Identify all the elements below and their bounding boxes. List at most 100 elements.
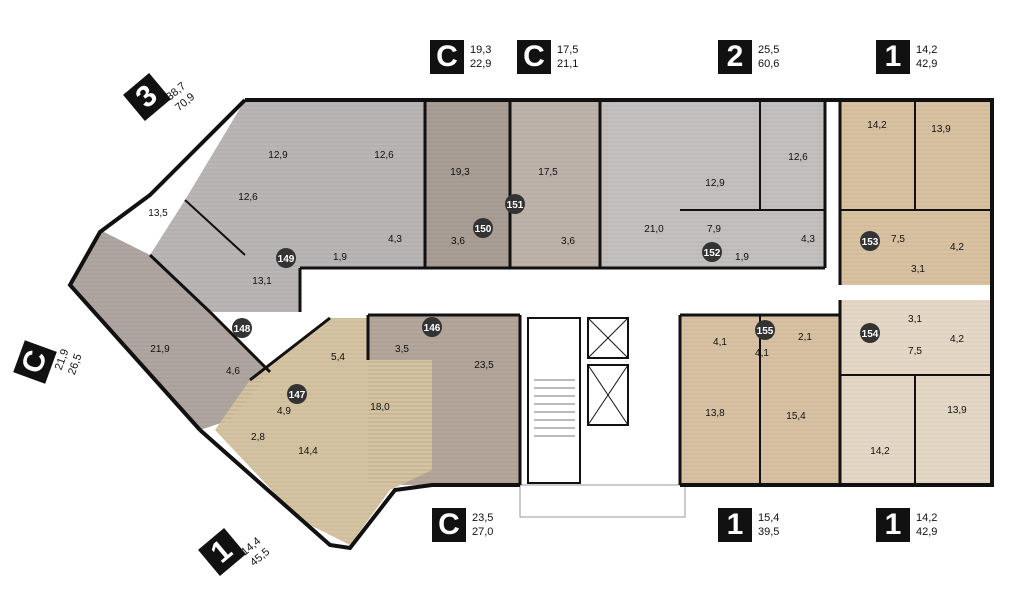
room-area: 14,2 bbox=[870, 446, 890, 457]
svg-text:150: 150 bbox=[475, 224, 492, 235]
room-area: 4,2 bbox=[950, 242, 964, 253]
apartment-151-fill[interactable] bbox=[510, 100, 600, 268]
total-area: 60,6 bbox=[758, 58, 780, 70]
room-area: 14,4 bbox=[298, 446, 318, 457]
type-badge: 1 bbox=[718, 508, 752, 542]
room-area: 12,9 bbox=[268, 150, 288, 161]
living-area: 17,5 bbox=[557, 44, 579, 56]
room-area: 3,5 bbox=[395, 344, 409, 355]
apt-number-154: 154 bbox=[860, 323, 880, 343]
room-area: 3,1 bbox=[908, 314, 922, 325]
svg-text:153: 153 bbox=[862, 237, 879, 248]
room-area: 4,1 bbox=[755, 348, 769, 359]
room-area: 12,6 bbox=[238, 192, 258, 203]
svg-text:149: 149 bbox=[278, 254, 295, 265]
label-apt-150: С 19,3 22,9 bbox=[430, 40, 491, 74]
room-area: 13,1 bbox=[252, 276, 272, 287]
room-area: 21,9 bbox=[150, 344, 170, 355]
apt-number-146: 146 bbox=[422, 317, 442, 337]
room-area: 12,6 bbox=[788, 152, 808, 163]
svg-text:154: 154 bbox=[862, 329, 879, 340]
svg-text:152: 152 bbox=[704, 248, 721, 259]
walls bbox=[67, 98, 994, 551]
apt-number-155: 155 bbox=[755, 320, 775, 340]
svg-text:155: 155 bbox=[757, 326, 774, 337]
svg-text:147: 147 bbox=[289, 390, 306, 401]
svg-text:146: 146 bbox=[424, 323, 441, 334]
room-labels: 12,9 12,6 13,5 13,1 4,3 1,9 12,6 21,9 4,… bbox=[148, 120, 967, 457]
room-area: 4,1 bbox=[713, 337, 727, 348]
room-area: 4,9 bbox=[277, 406, 291, 417]
total-area: 42,9 bbox=[916, 58, 938, 70]
room-area: 4,3 bbox=[801, 234, 815, 245]
total-area: 27,0 bbox=[472, 526, 494, 538]
room-area: 3,6 bbox=[451, 236, 465, 247]
label-apt-153: 1 14,2 42,9 bbox=[876, 40, 937, 74]
svg-text:151: 151 bbox=[507, 200, 524, 211]
living-area: 14,2 bbox=[916, 512, 938, 524]
room-area: 4,2 bbox=[950, 334, 964, 345]
total-area: 39,5 bbox=[758, 526, 780, 538]
room-area: 2,8 bbox=[251, 432, 265, 443]
stair-core bbox=[519, 317, 686, 518]
label-apt-154: 1 14,2 42,9 bbox=[876, 508, 937, 542]
total-area: 21,1 bbox=[557, 58, 579, 70]
room-area: 13,5 bbox=[148, 208, 168, 219]
room-area: 7,5 bbox=[908, 346, 922, 357]
apt-number-148: 148 bbox=[232, 318, 252, 338]
label-apt-155: 1 15,4 39,5 bbox=[718, 508, 779, 542]
living-area: 25,5 bbox=[758, 44, 780, 56]
room-area: 15,4 bbox=[786, 411, 806, 422]
room-area: 17,5 bbox=[538, 167, 558, 178]
apt-number-153: 153 bbox=[860, 231, 880, 251]
room-area: 23,5 bbox=[474, 360, 494, 371]
type-badge: 3 bbox=[123, 73, 171, 121]
svg-text:148: 148 bbox=[234, 324, 251, 335]
type-badge: С bbox=[430, 40, 464, 74]
room-area: 4,6 bbox=[226, 366, 240, 377]
room-area: 13,8 bbox=[705, 408, 725, 419]
type-badge: 1 bbox=[876, 40, 910, 74]
apt-number-147: 147 bbox=[287, 384, 307, 404]
apt-number-149: 149 bbox=[276, 248, 296, 268]
room-area: 5,4 bbox=[331, 352, 345, 363]
room-area: 4,3 bbox=[388, 234, 402, 245]
room-area: 7,9 bbox=[707, 224, 721, 235]
living-area: 15,4 bbox=[758, 512, 780, 524]
room-area: 1,9 bbox=[735, 252, 749, 263]
room-area: 21,0 bbox=[644, 224, 664, 235]
label-apt-151: С 17,5 21,1 bbox=[517, 40, 578, 74]
total-area: 22,9 bbox=[470, 58, 492, 70]
label-apt-146: С 23,5 27,0 bbox=[432, 508, 493, 542]
type-badge: С bbox=[13, 340, 57, 384]
apt-number-151: 151 bbox=[505, 194, 525, 214]
living-area: 14,2 bbox=[916, 44, 938, 56]
total-area: 42,9 bbox=[916, 526, 938, 538]
room-area: 3,1 bbox=[911, 264, 925, 275]
type-badge: С bbox=[432, 508, 466, 542]
room-area: 1,9 bbox=[333, 252, 347, 263]
type-badge: 2 bbox=[718, 40, 752, 74]
apt-number-150: 150 bbox=[473, 218, 493, 238]
room-area: 18,0 bbox=[370, 402, 390, 413]
room-area: 12,9 bbox=[705, 178, 725, 189]
apartment-numbers: 149 148 150 151 152 153 154 155 146 147 bbox=[232, 194, 880, 404]
room-area: 19,3 bbox=[450, 167, 470, 178]
room-area: 13,9 bbox=[947, 405, 967, 416]
room-area: 7,5 bbox=[891, 234, 905, 245]
room-area: 3,6 bbox=[561, 236, 575, 247]
apartment-150-fill[interactable] bbox=[425, 100, 510, 268]
label-apt-152: 2 25,5 60,6 bbox=[718, 40, 779, 74]
room-area: 12,6 bbox=[374, 150, 394, 161]
apt-number-152: 152 bbox=[702, 242, 722, 262]
room-area: 14,2 bbox=[867, 120, 887, 131]
living-area: 19,3 bbox=[470, 44, 492, 56]
type-badge: С bbox=[517, 40, 551, 74]
living-area: 23,5 bbox=[472, 512, 494, 524]
room-area: 2,1 bbox=[798, 332, 812, 343]
type-badge: 1 bbox=[876, 508, 910, 542]
room-area: 13,9 bbox=[931, 124, 951, 135]
